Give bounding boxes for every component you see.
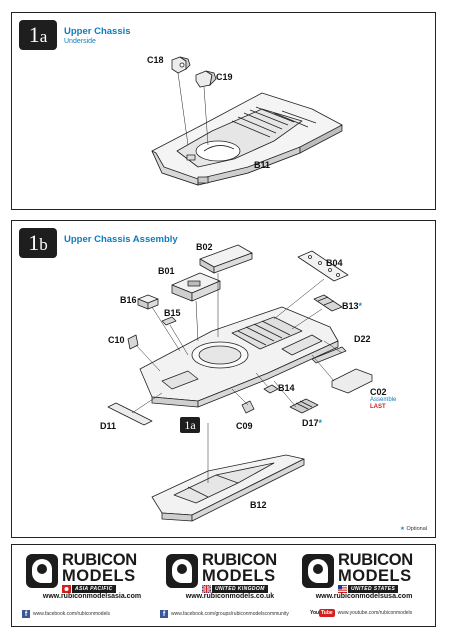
part-label-d17: D17* <box>302 418 323 428</box>
social-link-facebook-page[interactable]: f www.facebook.com/rubiconmodels <box>22 610 110 618</box>
website-link-asia[interactable]: www.rubiconmodelsasia.com <box>42 593 142 600</box>
facebook-icon: f <box>22 610 30 618</box>
optional-legend: ★ Optional <box>400 526 427 532</box>
part-label-b12: B12 <box>250 500 267 510</box>
part-label-b11: B11 <box>254 160 271 170</box>
upper-chassis-underside-drawing <box>151 56 343 186</box>
part-label-c09: C09 <box>236 421 253 431</box>
part-label-b02: B02 <box>196 242 213 252</box>
part-label-b01: B01 <box>158 266 175 276</box>
rubicon-logo-uk: RUBICON MODELS UNITED KINGDOM <box>166 552 290 600</box>
part-label-c10: C10 <box>108 335 125 345</box>
assemble-note: Assemble <box>370 397 397 403</box>
part-label-b14: B14 <box>278 383 295 393</box>
optional-star-icon: ★ <box>400 526 405 532</box>
rubicon-mark-icon <box>302 554 334 588</box>
optional-star-icon: * <box>318 418 323 428</box>
part-label-d22: D22 <box>354 334 371 344</box>
part-label-b15: B15 <box>164 308 181 318</box>
rubicon-logo-usa: RUBICON MODELS UNITED STATES <box>302 552 426 600</box>
last-note: LAST <box>370 404 386 410</box>
facebook-icon: f <box>160 610 168 618</box>
rubicon-mark-icon <box>166 554 198 588</box>
step-title: Upper Chassis Assembly <box>64 234 178 245</box>
rubicon-logo-asia: RUBICON MODELS ASIA PACIFIC <box>26 552 150 600</box>
website-link-uk[interactable]: www.rubiconmodels.co.uk <box>185 593 275 600</box>
optional-star-icon: * <box>358 301 363 311</box>
social-link-facebook-group[interactable]: f www.facebook.com/groups/rubiconmodelsc… <box>160 610 289 618</box>
website-link-usa[interactable]: www.rubiconmodelsusa.com <box>315 593 413 600</box>
step-1a-reference-badge: 1a <box>180 417 200 433</box>
part-label-c19: C19 <box>216 72 233 82</box>
uk-flag-icon <box>202 585 211 593</box>
upper-chassis-assembly-drawing <box>107 244 373 522</box>
rubicon-mark-icon <box>26 554 58 588</box>
part-label-b13: B13* <box>342 301 363 311</box>
part-label-b16: B16 <box>120 295 137 305</box>
part-label-d11: D11 <box>100 421 117 431</box>
part-label-c02: C02 <box>370 387 387 397</box>
footer-branding: RUBICON MODELS ASIA PACIFIC www.rubiconm… <box>11 544 436 627</box>
part-label-c18: C18 <box>147 55 164 65</box>
usa-flag-icon <box>338 585 347 593</box>
step-subtitle: Underside <box>64 38 96 45</box>
hong-kong-flag-icon <box>62 585 71 593</box>
step-title: Upper Chassis <box>64 26 131 37</box>
part-label-b04: B04 <box>326 258 343 268</box>
